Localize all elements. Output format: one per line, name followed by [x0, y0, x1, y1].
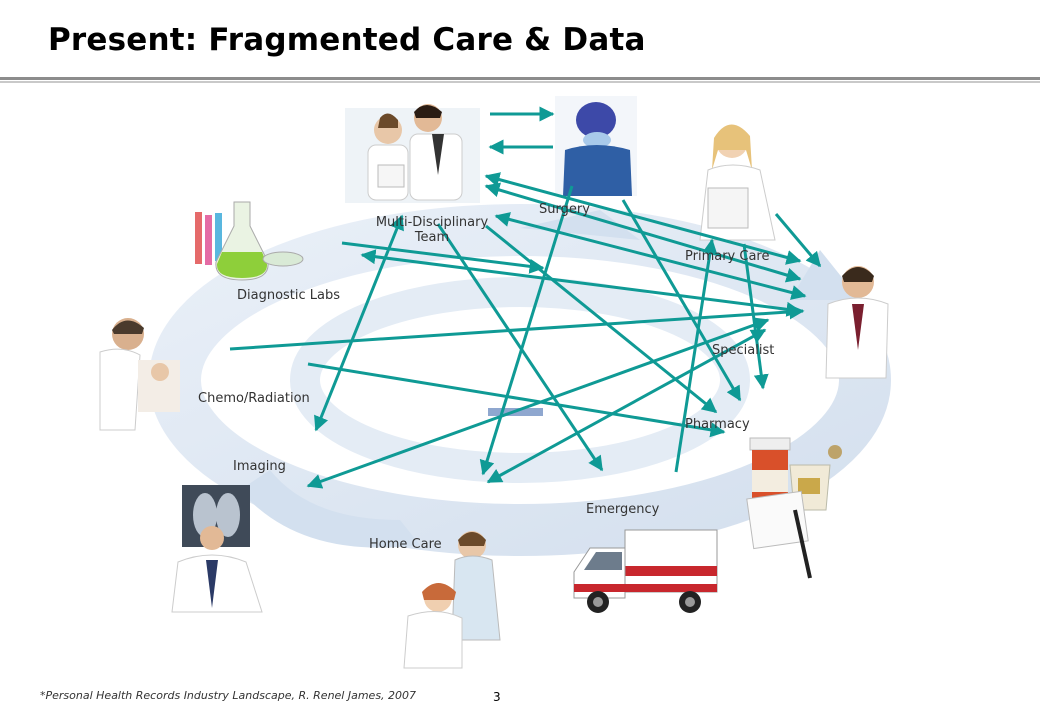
node-label-pharmacy: Pharmacy: [685, 417, 750, 432]
node-label-team: Multi-Disciplinary Team: [366, 215, 498, 245]
node-label-diagnostic-labs: Diagnostic Labs: [237, 288, 341, 303]
surgeon-image: [555, 96, 637, 196]
doctors-team-image: [345, 104, 480, 203]
arrow-specialist-to-home: [486, 328, 767, 484]
lab-flask-image: [195, 201, 304, 281]
title-divider: [0, 77, 1040, 80]
node-label-team-line2: Team: [414, 230, 450, 245]
node-label-primary-care: Primary Care: [685, 249, 770, 264]
specialist-doctor-image: [825, 266, 889, 379]
arrows: [229, 106, 822, 489]
title-divider-light: [0, 81, 1040, 83]
node-label-emergency: Emergency: [586, 502, 660, 517]
chemo-patient-image: [99, 318, 180, 431]
node-label-home-care: Home Care: [369, 537, 442, 552]
page-number: 3: [493, 690, 501, 704]
arrow-specialist-to-labs: [360, 249, 802, 317]
xray-image: [171, 485, 263, 613]
ambulance-image: [573, 529, 718, 613]
slide-title: Present: Fragmented Care & Data: [48, 22, 646, 58]
node-label-specialist: Specialist: [712, 343, 775, 358]
node-label-imaging: Imaging: [233, 459, 286, 474]
primary-care-nurse-image: [699, 124, 776, 241]
arrow-chemo-to-pharmacy: [307, 362, 726, 438]
node-label-team-line1: Multi-Disciplinary: [375, 215, 489, 230]
node-label-chemo: Chemo/Radiation: [198, 391, 310, 406]
node-label-surgery: Surgery: [539, 202, 590, 217]
footnote: *Personal Health Records Industry Landsc…: [40, 689, 417, 702]
pharmacy-bottles-image: [746, 437, 842, 579]
arrow-primary-to-specialist: [774, 213, 822, 268]
home-care-nurse-image: [403, 531, 501, 669]
